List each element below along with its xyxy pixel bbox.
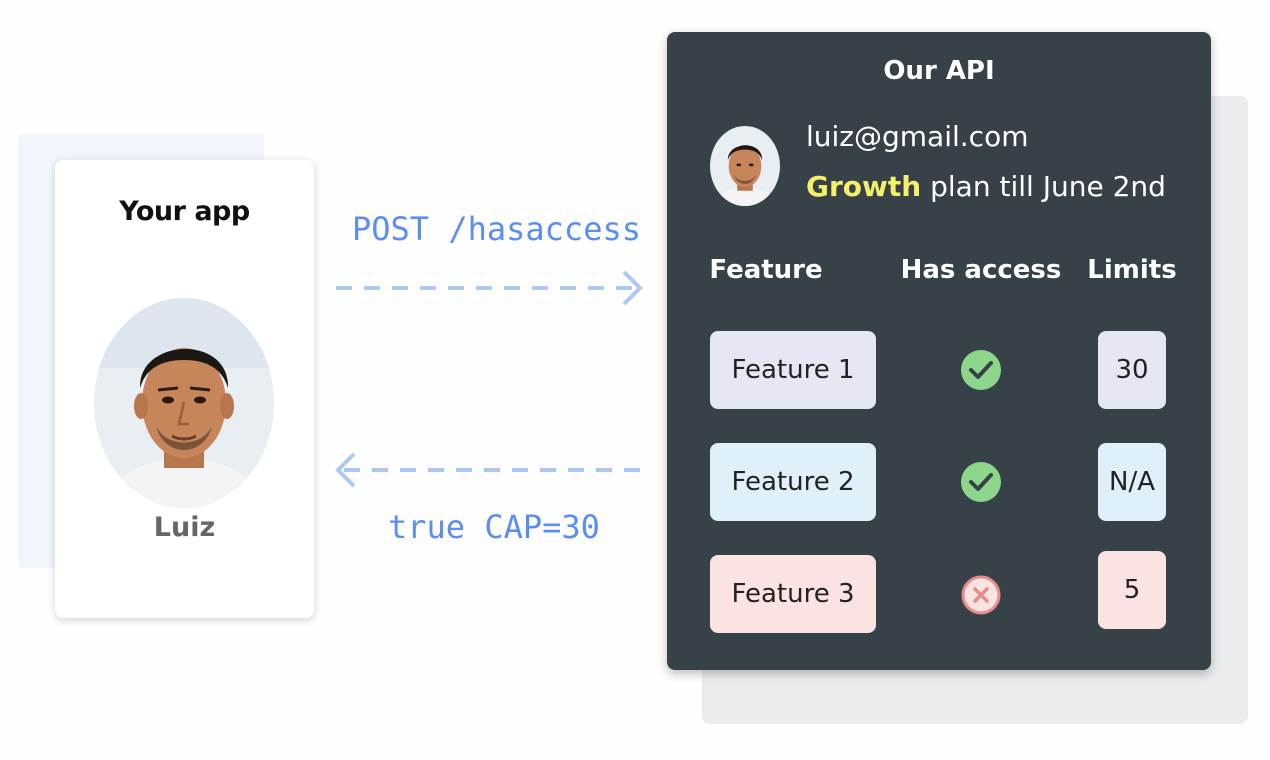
response-arrow-icon [335, 452, 644, 488]
app-title: Your app [119, 196, 250, 227]
feature-pill: Feature 1 [710, 331, 876, 409]
person-icon [94, 298, 274, 508]
column-header-feature: Feature [709, 255, 823, 285]
api-title: Our API [883, 56, 995, 86]
column-header-limits: Limits [1087, 255, 1177, 285]
user-email: luiz@gmail.com [806, 120, 1029, 153]
plan-info: Growth plan till June 2nd [806, 170, 1166, 203]
limit-pill: 5 [1098, 551, 1166, 629]
feature-pill: Feature 3 [710, 555, 876, 633]
limit-pill: 30 [1098, 331, 1166, 409]
response-label: true CAP=30 [388, 508, 600, 546]
check-icon [961, 350, 1001, 390]
plan-suffix: plan till June 2nd [921, 170, 1166, 203]
user-avatar-small [710, 126, 780, 206]
limit-pill: N/A [1098, 443, 1166, 521]
feature-pill: Feature 2 [710, 443, 876, 521]
cross-circle-icon [961, 575, 1001, 615]
user-avatar-large [94, 298, 274, 508]
check-icon [961, 462, 1001, 502]
app-user-name: Luiz [153, 512, 216, 543]
request-label: POST /hasaccess [352, 210, 641, 248]
request-arrow-icon [336, 270, 643, 306]
person-icon [710, 126, 780, 206]
column-header-access: Has access [900, 255, 1062, 285]
plan-name: Growth [806, 170, 922, 203]
